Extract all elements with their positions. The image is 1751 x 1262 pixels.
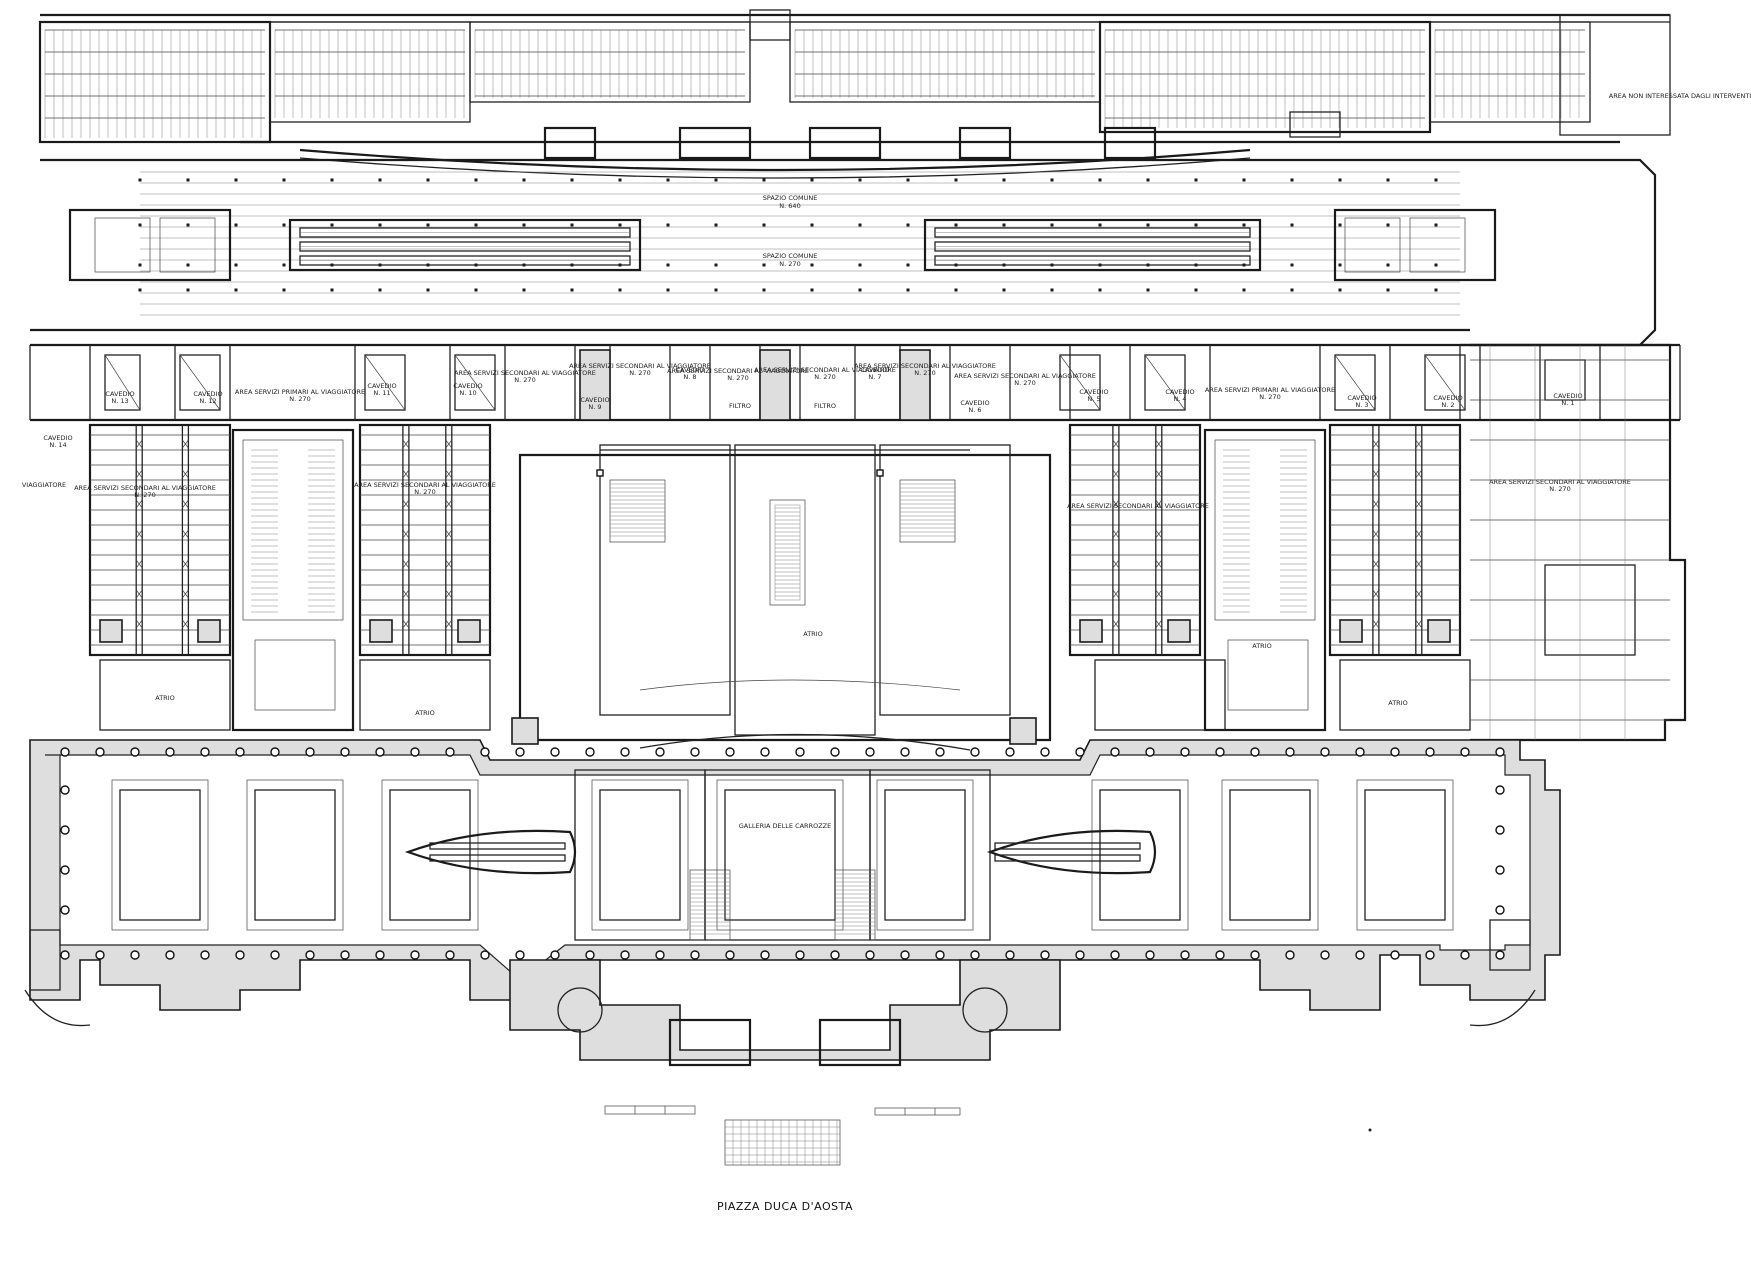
area-secondari-c: AREA SERVIZI SECONDARI AL VIAGGIATORE <box>667 367 809 375</box>
area-primari-right: AREA SERVIZI PRIMARI AL VIAGGIATORE <box>1205 386 1335 394</box>
area-secondari-a: AREA SERVIZI SECONDARI AL VIAGGIATORE <box>454 369 596 377</box>
cavedio-label-7: CAVEDIO <box>860 366 889 374</box>
cavedio-num-7: N. 7 <box>868 373 881 381</box>
cavedio-num-11: N. 11 <box>373 389 390 397</box>
area-secondari-f-quota: N. 270 <box>1014 379 1035 387</box>
cavedio-num-1: N. 1 <box>1561 399 1574 407</box>
spazio-comune-concourse: SPAZIO COMUNE N. 640 SPAZIO COMUNE N. 27… <box>30 92 1751 347</box>
area-secondari-e: AREA SERVIZI SECONDARI AL VIAGGIATORE <box>854 362 996 370</box>
spazio-comune-label-2: SPAZIO COMUNE <box>763 252 818 260</box>
cavedio-label-8: CAVEDIO <box>675 366 704 374</box>
plan-title: PIAZZA DUCA D'AOSTA <box>717 1200 853 1213</box>
area-secondari-wing-4-quota: N. 270 <box>1549 485 1570 493</box>
atrio-label-4: ATRIO <box>1388 699 1407 707</box>
area-non-interessata-label: AREA NON INTERESSATA DAGLI INTERVENTI <box>1609 92 1751 100</box>
cavedio-label-4: CAVEDIO <box>1165 388 1194 396</box>
cavedio-label-9: CAVEDIO <box>580 396 609 404</box>
cavedio-label-12: CAVEDIO <box>193 390 222 398</box>
area-secondari-wing-3: AREA SERVIZI SECONDARI AL VIAGGIATORE <box>1067 502 1209 510</box>
spazio-comune-quota: N. 270 <box>779 260 800 268</box>
area-secondari-c-quota: N. 270 <box>727 374 748 382</box>
area-secondari-f: AREA SERVIZI SECONDARI AL VIAGGIATORE <box>954 372 1096 380</box>
area-secondari-wing-2: AREA SERVIZI SECONDARI AL VIAGGIATORE <box>354 481 496 489</box>
galleria-colonnade: GALLERIA DELLE CARROZZE <box>24 739 1561 1067</box>
cavedio-num-4: N. 4 <box>1173 395 1186 403</box>
area-secondari-d-quota: N. 270 <box>814 373 835 381</box>
cavedio-num-2: N. 2 <box>1441 401 1454 409</box>
area-secondari-e-quota: N. 270 <box>914 369 935 377</box>
viaggiatore-label-left: VIAGGIATORE <box>22 481 66 489</box>
area-secondari-d: AREA SERVIZI SECONDARI AL VIAGGIATORE <box>754 366 896 374</box>
filtro-label-left: FILTRO <box>729 402 751 410</box>
cavedio-num-8: N. 8 <box>683 373 696 381</box>
cavedio-label-14: CAVEDIO <box>43 434 72 442</box>
cavedio-label-11: CAVEDIO <box>367 382 396 390</box>
area-secondari-b-quota: N. 270 <box>629 369 650 377</box>
filtro-label-right: FILTRO <box>814 402 836 410</box>
cavedio-num-12: N. 12 <box>199 397 216 405</box>
cavedio-num-10: N. 10 <box>459 389 476 397</box>
cavedio-label-13: CAVEDIO <box>105 390 134 398</box>
north-building-band <box>38 9 1671 179</box>
cavedio-num-13: N. 13 <box>111 397 128 405</box>
area-secondari-wing-1-quota: N. 270 <box>134 491 155 499</box>
legend-area: PIAZZA DUCA D'AOSTA <box>604 1105 1372 1213</box>
spazio-comune-label: SPAZIO COMUNE <box>763 194 818 202</box>
area-secondari-wing-1: AREA SERVIZI SECONDARI AL VIAGGIATORE <box>74 484 216 492</box>
area-primari-right-quota: N. 270 <box>1259 393 1280 401</box>
area-secondari-a-quota: N. 270 <box>514 376 535 384</box>
cavedio-num-5: N. 5 <box>1087 395 1100 403</box>
atrio-label-2: ATRIO <box>415 709 434 717</box>
cavedio-label-2: CAVEDIO <box>1433 394 1462 402</box>
service-rooms-row: CAVEDIO N. 14 VIAGGIATORE CAVEDIO N. 13 … <box>22 343 1681 489</box>
atrio-label-3: ATRIO <box>1252 642 1271 650</box>
cavedio-label-3: CAVEDIO <box>1347 394 1376 402</box>
cavedio-num-14: N. 14 <box>49 441 66 449</box>
cavedio-num-9: N. 9 <box>588 403 601 411</box>
galleria-label: GALLERIA DELLE CARROZZE <box>739 822 831 830</box>
cavedio-num-6: N. 6 <box>968 406 981 414</box>
wings: AREA SERVIZI SECONDARI AL VIAGGIATORE N.… <box>74 343 1687 742</box>
cavedio-label-5: CAVEDIO <box>1079 388 1108 396</box>
area-primari-left: AREA SERVIZI PRIMARI AL VIAGGIATORE <box>235 388 365 396</box>
area-secondari-wing-2-quota: N. 270 <box>414 488 435 496</box>
area-primari-left-quota: N. 270 <box>289 395 310 403</box>
area-secondari-wing-4: AREA SERVIZI SECONDARI AL VIAGGIATORE <box>1489 478 1631 486</box>
cavedio-label-6: CAVEDIO <box>960 399 989 407</box>
atrio-label-1: ATRIO <box>155 694 174 702</box>
cavedio-num-3: N. 3 <box>1355 401 1368 409</box>
spazio-comune-quota-top: N. 640 <box>779 202 800 210</box>
cavedio-label-10: CAVEDIO <box>453 382 482 390</box>
atrio-central-label: ATRIO <box>803 630 822 638</box>
cavedio-label-1: CAVEDIO <box>1553 392 1582 400</box>
central-atrio: ATRIO <box>511 444 1052 751</box>
area-secondari-b: AREA SERVIZI SECONDARI AL VIAGGIATORE <box>569 362 711 370</box>
